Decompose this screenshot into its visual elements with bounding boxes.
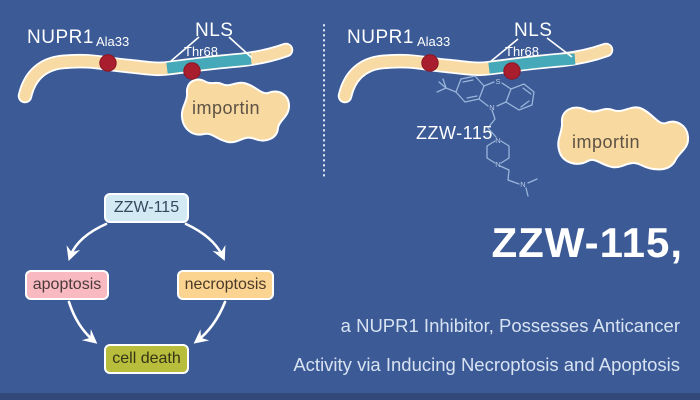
- ala33-phospho-dot: [421, 54, 439, 72]
- zzw115-chemical-structure: S N N N N: [436, 75, 538, 197]
- protein-label-left: NUPR1: [27, 27, 94, 48]
- flow-node-label: cell death: [112, 350, 181, 367]
- zzw115-structure-label: ZZW-115: [416, 123, 493, 143]
- flow-node-necroptosis: necroptosis: [177, 270, 274, 300]
- thr68-phospho-dot: [183, 62, 201, 80]
- nls-segment: [488, 53, 576, 74]
- atom-s-label: S: [495, 77, 500, 86]
- importin-blob: [557, 106, 690, 171]
- thr68-label-left: Thr68: [184, 44, 218, 59]
- flow-node-label: ZZW-115: [113, 199, 180, 216]
- headline-subtitle-line1: a NUPR1 Inhibitor, Possesses Anticancer: [340, 315, 680, 336]
- atom-n-label: N: [495, 136, 500, 145]
- atom-n-label: N: [520, 180, 525, 189]
- ala33-label-right: Ala33: [417, 34, 451, 49]
- nls-pointer-lines: [489, 37, 573, 63]
- protein-label-right: NUPR1: [347, 27, 414, 48]
- ala33-phospho-dot: [99, 54, 117, 72]
- atom-n-label: N: [489, 103, 494, 112]
- nls-segment: [166, 53, 252, 74]
- nls-pointer-lines: [170, 36, 253, 62]
- flow-node-celldeath: cell death: [104, 344, 189, 374]
- left-panel-art: [17, 36, 294, 144]
- importin-blob: [180, 78, 291, 144]
- arrow-apoptosis-to-celldeath: [67, 300, 98, 344]
- flow-node-label: apoptosis: [32, 276, 102, 293]
- thr68-label-right: Thr68: [505, 44, 539, 59]
- nls-label-right: NLS: [514, 20, 553, 41]
- arrow-zzw115-to-apoptosis: [66, 222, 108, 262]
- flow-arrows: [66, 222, 227, 344]
- ala33-label-left: Ala33: [96, 34, 130, 49]
- arrow-necroptosis-to-celldeath: [193, 300, 227, 344]
- right-panel-art: S N N N N: [337, 37, 690, 197]
- importin-label-right: importin: [572, 132, 641, 152]
- footer-accent-bar: [0, 393, 700, 400]
- importin-label-left: importin: [192, 98, 261, 118]
- arrow-zzw115-to-necroptosis: [184, 222, 226, 261]
- flow-node-label: necroptosis: [184, 276, 267, 293]
- headline-subtitle-line2: Activity via Inducing Necroptosis and Ap…: [293, 354, 680, 375]
- nls-label-left: NLS: [195, 20, 234, 41]
- atom-n-label: N: [495, 160, 500, 169]
- thr68-phospho-dot: [503, 62, 521, 80]
- flow-node-zzw115: ZZW-115: [104, 193, 189, 223]
- flow-node-apoptosis: apoptosis: [25, 270, 109, 300]
- headline-title: ZZW-115,: [491, 219, 683, 266]
